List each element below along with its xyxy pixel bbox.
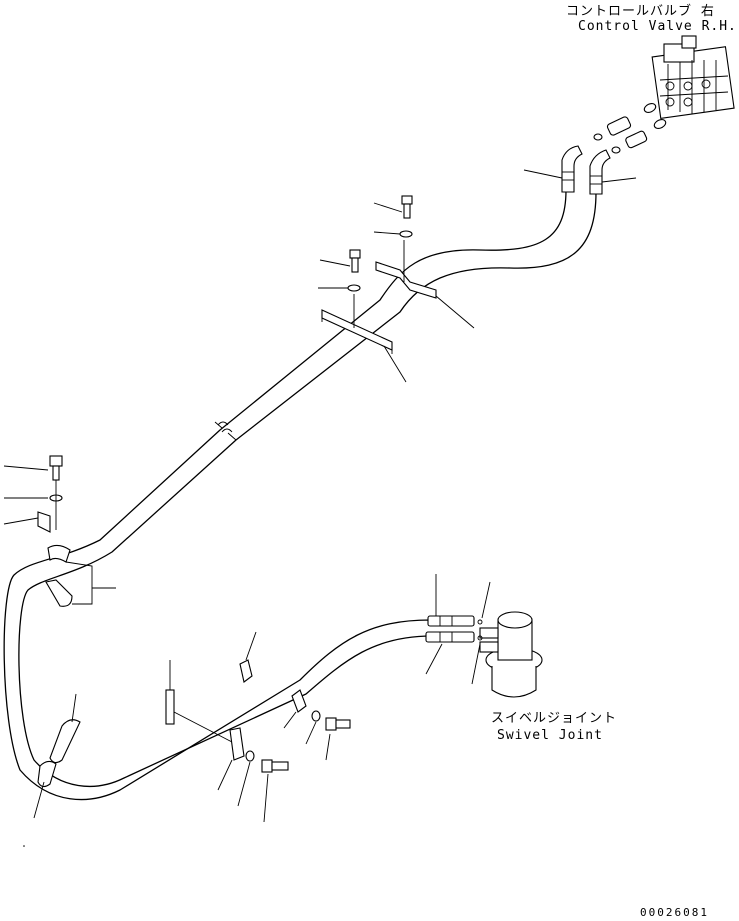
swivel-joint-label-en: Swivel Joint — [497, 728, 603, 743]
stray-dot — [23, 845, 25, 847]
control-valve-label-en: Control Valve R.H. — [578, 19, 737, 34]
control-valve-label-jp: コントロールバルブ 右 — [566, 3, 715, 19]
left-leaders — [3, 465, 116, 589]
hose-upper — [3, 189, 567, 801]
swivel-joint — [479, 611, 543, 698]
upper-bolt-1 — [399, 195, 413, 238]
lower-clamp-plate — [321, 294, 393, 354]
lower-left-clamps — [33, 693, 81, 819]
drawing-number: 00026081 — [640, 906, 709, 919]
swivel-joint-label-jp: スイベルジョイント — [491, 711, 617, 726]
upper-clamp — [375, 240, 437, 299]
lower-center-fasteners — [165, 631, 351, 823]
upper-leaders — [318, 169, 637, 383]
upper-bolt-2 — [347, 249, 361, 292]
hose-break-marks — [214, 421, 237, 441]
hose-lower — [18, 191, 597, 787]
swivel-leaders — [425, 574, 491, 685]
swivel-fittings — [425, 615, 483, 643]
left-bolt — [49, 455, 63, 530]
control-valve — [651, 35, 735, 120]
hose-assembly — [3, 189, 597, 801]
left-clamp — [37, 511, 93, 607]
valve-fittings — [561, 103, 667, 195]
